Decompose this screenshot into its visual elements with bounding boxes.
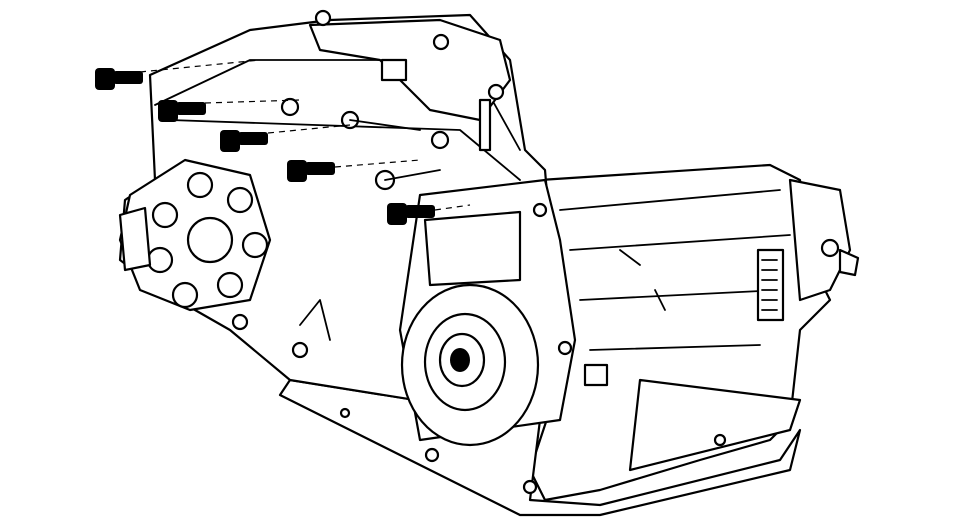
sensor-connector [380,58,408,82]
oil-pan [278,378,802,517]
id-plate [756,248,785,322]
bolt-icon [287,160,335,182]
side-cover-bolts [146,171,269,309]
bolts [95,59,471,225]
transmission-case [528,163,860,502]
bolt-icon [158,100,206,122]
bolt-icon [220,130,268,152]
main-housing [118,9,609,447]
bolt-icon [387,203,435,225]
bolt-icon [95,68,143,90]
